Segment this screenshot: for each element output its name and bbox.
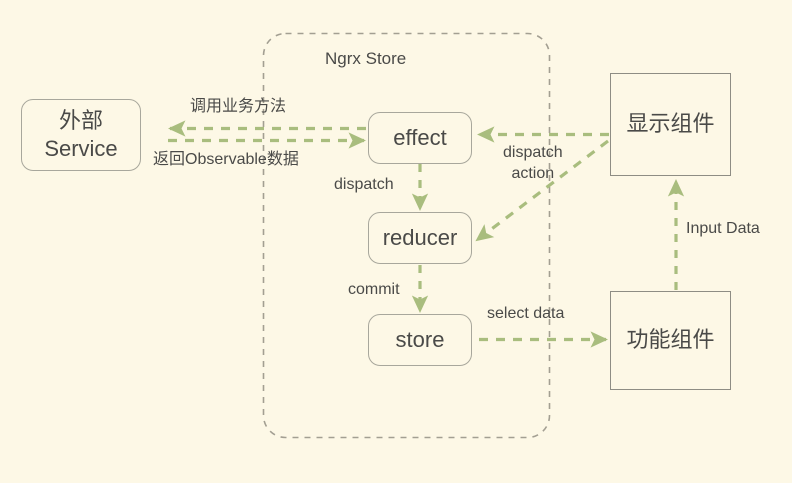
node-feature-component-label: 功能组件: [626, 327, 715, 353]
edge-label-dispatch-action-line2: action: [511, 164, 555, 182]
edge-label-return-observable-data: 返回Observable数据: [153, 151, 299, 168]
edge-dispatch-action-reducer: [475, 139, 609, 242]
node-reducer[interactable]: reducer: [368, 212, 472, 264]
container-title-ngrx-store: Ngrx Store: [325, 49, 407, 68]
edge-label-reducer-commit: commit: [348, 281, 400, 298]
node-external-service[interactable]: 外部 Service: [21, 99, 141, 171]
edge-label-select-data: select data: [487, 305, 565, 322]
node-effect[interactable]: effect: [368, 112, 472, 164]
node-effect-label: effect: [393, 124, 447, 150]
node-reducer-label: reducer: [382, 224, 458, 250]
node-external-service-label-line1: 外部: [58, 107, 103, 133]
node-feature-component[interactable]: 功能组件: [610, 291, 731, 390]
node-external-service-label-line2: Service: [44, 136, 118, 161]
node-store-label: store: [395, 326, 445, 352]
node-display-component[interactable]: 显示组件: [610, 73, 731, 176]
node-store[interactable]: store: [368, 314, 472, 366]
edge-label-input-data: Input Data: [686, 220, 760, 237]
edge-label-call-business-method: 调用业务方法: [190, 98, 287, 115]
ngrx-store-container-outline: [262, 32, 551, 439]
edge-label-dispatch-action: dispatch action: [503, 143, 563, 185]
edge-label-dispatch-action-line1: dispatch: [503, 144, 563, 161]
node-display-component-label: 显示组件: [626, 111, 715, 137]
edge-label-effect-dispatch: dispatch: [334, 176, 394, 193]
